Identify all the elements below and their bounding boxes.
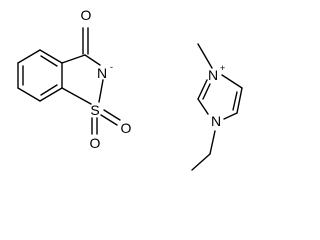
bond	[221, 74, 243, 89]
charge-label: -	[110, 62, 113, 72]
imidazolium-cation: N + N	[191, 43, 243, 171]
atom-label: O	[90, 135, 101, 151]
bond	[197, 79, 208, 100]
saccharinate-anion: O N - S O O	[17, 7, 132, 151]
bond	[39, 49, 63, 64]
atom-label: N	[208, 67, 218, 83]
chemical-structure-diagram: O N - S O O N + N	[17, 7, 243, 171]
structure-svg: O N - S O O N + N	[17, 7, 243, 171]
atom-label: N	[211, 113, 221, 129]
charge-label: +	[220, 63, 225, 73]
methyl-bond	[197, 43, 213, 69]
bond	[84, 54, 101, 66]
bond	[17, 87, 41, 102]
sulfonyl-bond	[100, 114, 118, 126]
double-bond-inner	[232, 91, 238, 111]
double-bond-inner	[40, 55, 58, 67]
bond	[61, 87, 92, 105]
ethyl-bond	[191, 153, 211, 171]
benzene-ring	[17, 49, 63, 102]
bond	[17, 49, 41, 64]
sulfonyl-bond	[103, 109, 121, 121]
atom-label: S	[90, 102, 99, 118]
bond	[236, 87, 243, 114]
atom-label: N	[97, 65, 107, 81]
double-bond-inner	[40, 84, 58, 96]
bond	[61, 54, 86, 64]
bond	[39, 87, 63, 102]
bond	[197, 98, 209, 115]
double-bond-inner	[202, 83, 211, 100]
bond	[223, 112, 238, 120]
bond	[98, 79, 104, 103]
ethyl-bond	[209, 130, 216, 155]
atom-label: O	[121, 120, 132, 136]
atom-label: O	[81, 7, 92, 23]
